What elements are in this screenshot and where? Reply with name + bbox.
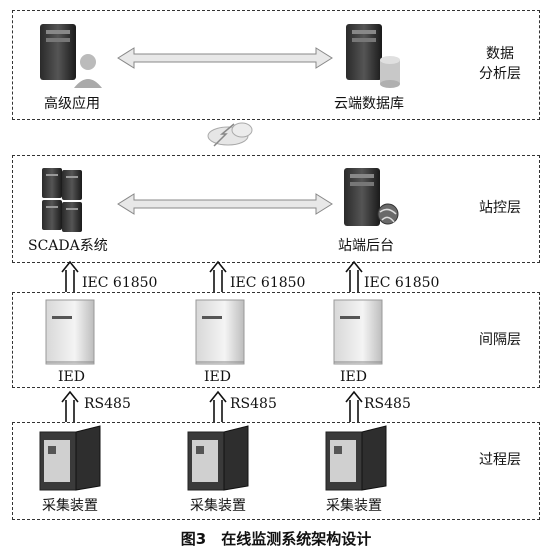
scada-system-label: SCADA系统 bbox=[28, 238, 108, 254]
scada-server-cluster-icon bbox=[42, 168, 82, 232]
ied-cabinet-icon-2 bbox=[195, 299, 245, 365]
process-layer-title: 过程层 bbox=[479, 452, 521, 468]
acquisition-device-icon-2 bbox=[187, 425, 249, 491]
bay-layer bbox=[12, 292, 540, 388]
cloud-database-server-icon bbox=[346, 24, 400, 88]
station-backend-label: 站端后台 bbox=[338, 238, 394, 254]
analysis-layer-title-line1: 数据 bbox=[486, 46, 514, 62]
figure-caption: 图3 在线监测系统架构设计 bbox=[180, 530, 372, 548]
rs485-label-1: RS485 bbox=[84, 396, 131, 412]
iec-protocol-label-3: IEC 61850 bbox=[364, 275, 440, 291]
analysis-link-double-arrow bbox=[117, 47, 333, 69]
rs485-arrow-3 bbox=[345, 390, 363, 422]
iec-arrow-2 bbox=[209, 260, 227, 292]
analysis-layer-title: 数据 分析层 bbox=[470, 44, 530, 84]
rs485-arrow-1 bbox=[61, 390, 79, 422]
process-layer bbox=[12, 422, 540, 520]
advanced-application-label: 高级应用 bbox=[44, 96, 100, 112]
rs485-label-3: RS485 bbox=[364, 396, 411, 412]
acquisition-device-label-3: 采集装置 bbox=[326, 498, 382, 514]
ied-cabinet-icon-3 bbox=[333, 299, 383, 365]
station-link-double-arrow bbox=[117, 193, 333, 215]
ied-label-2: IED bbox=[204, 369, 231, 385]
ied-label-3: IED bbox=[340, 369, 367, 385]
cloud-database-label: 云端数据库 bbox=[334, 96, 404, 112]
ied-cabinet-icon-1 bbox=[45, 299, 95, 365]
data-analysis-layer bbox=[12, 10, 540, 120]
station-layer-title: 站控层 bbox=[479, 200, 521, 216]
iec-protocol-label-1: IEC 61850 bbox=[82, 275, 158, 291]
rs485-arrow-2 bbox=[209, 390, 227, 422]
iec-protocol-label-2: IEC 61850 bbox=[230, 275, 306, 291]
bay-layer-title: 间隔层 bbox=[479, 332, 521, 348]
analysis-layer-title-line2: 分析层 bbox=[479, 66, 521, 82]
acquisition-device-icon-1 bbox=[39, 425, 101, 491]
station-control-layer bbox=[12, 155, 540, 263]
cloud-connection-icon bbox=[207, 122, 253, 147]
acquisition-device-label-1: 采集装置 bbox=[42, 498, 98, 514]
ied-label-1: IED bbox=[58, 369, 85, 385]
iec-arrow-3 bbox=[345, 260, 363, 292]
advanced-application-server-icon bbox=[40, 24, 102, 88]
acquisition-device-label-2: 采集装置 bbox=[190, 498, 246, 514]
rs485-label-2: RS485 bbox=[230, 396, 277, 412]
acquisition-device-icon-3 bbox=[325, 425, 387, 491]
station-backend-server-icon bbox=[344, 168, 399, 226]
iec-arrow-1 bbox=[61, 260, 79, 292]
